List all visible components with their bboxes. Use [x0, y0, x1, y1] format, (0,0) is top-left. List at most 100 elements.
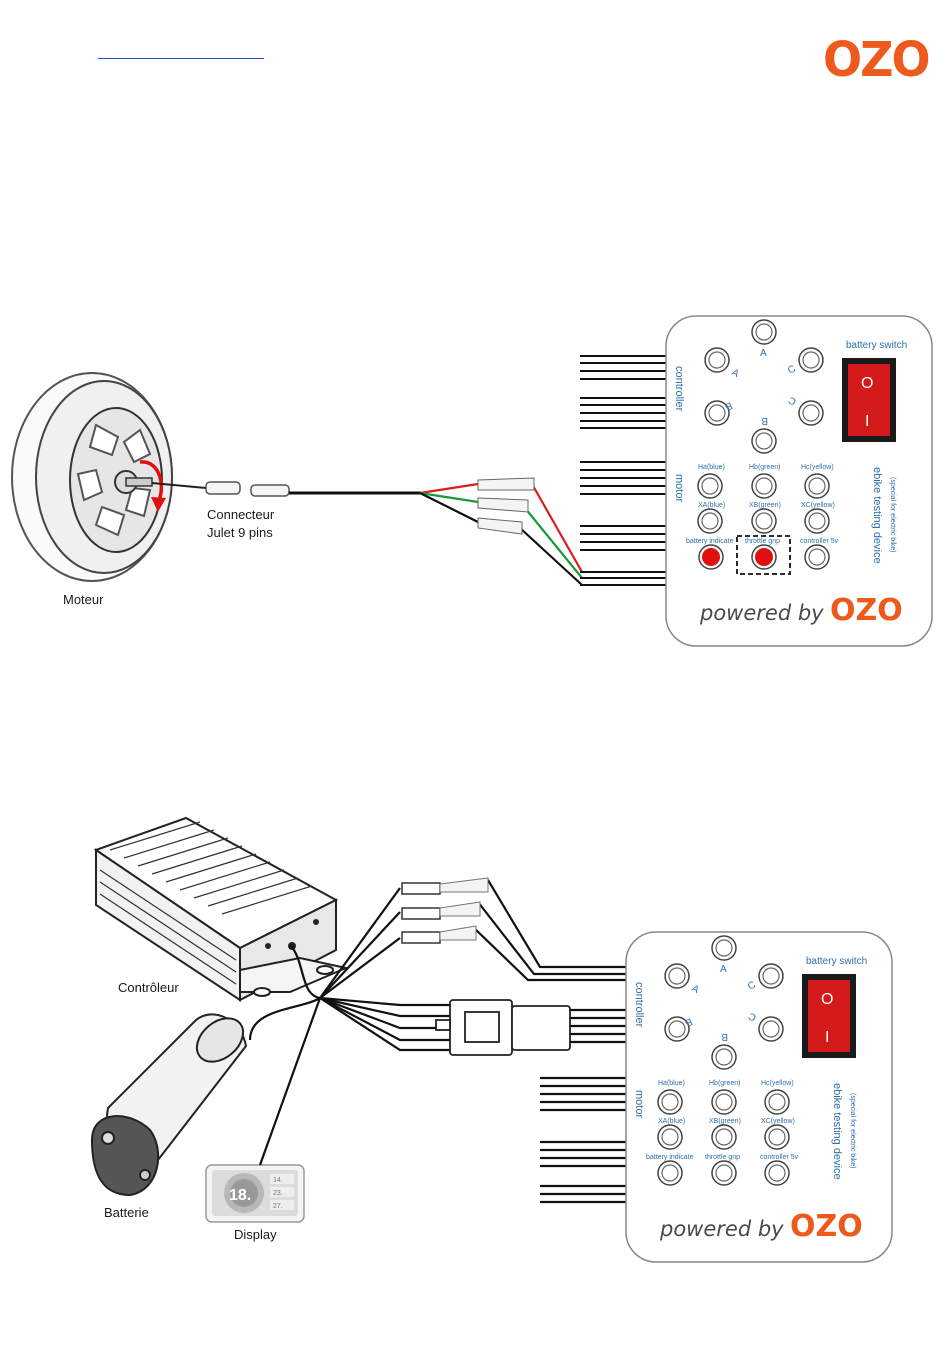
tester-1-throttle-indicator-led — [751, 544, 777, 570]
ozo-logo: OZO — [823, 30, 931, 88]
tester-2-terminal-c-right2[interactable] — [758, 1016, 784, 1042]
julet-connector-icon — [151, 481, 420, 497]
figure-2-controller-test: Contrôleur Batterie 18. 14. 23. 27. Disp… — [90, 816, 893, 1263]
tester-2-motor-label: motor — [633, 1090, 645, 1118]
tester-2-switch-on-text: O — [821, 991, 833, 1008]
display-speed: 18. — [229, 1187, 251, 1204]
tester-2-terminal-a-top[interactable] — [711, 935, 737, 961]
tester-1-terminal-c-right2-label: C — [787, 394, 799, 407]
tester-1-terminal-c-right[interactable] — [798, 347, 824, 373]
tester-1-battery-indicate-label: battery indicate — [686, 538, 734, 545]
tester-1-terminal-hc[interactable] — [804, 473, 830, 499]
battery-pack-icon — [90, 1013, 248, 1197]
tester-2-terminal-ha[interactable] — [657, 1089, 683, 1115]
tester-2-battery-indicate-label: battery indicate — [646, 1154, 694, 1161]
tester-2-terminal-battery-indicate[interactable] — [657, 1160, 683, 1186]
tester-1-terminal-c-right-label: C — [786, 363, 798, 376]
motor-wheel-icon — [11, 372, 173, 582]
tester-1-terminal-b-left-label: B — [722, 399, 734, 412]
tester-2-terminal-b-bottom-label: B — [721, 1031, 728, 1042]
tester-2-ha-label: Ha(blue) — [658, 1080, 685, 1087]
tester-2-terminal-hc[interactable] — [764, 1089, 790, 1115]
tester-1-terminal-xa[interactable] — [697, 508, 723, 534]
tester-1-switch-on-text: O — [861, 375, 873, 392]
tester-2-terminal-xc[interactable] — [764, 1124, 790, 1150]
tester-1-powered-ozo: OZO — [830, 593, 903, 628]
tester-2-terminal-xa[interactable] — [657, 1124, 683, 1150]
tester-1-powered-by: powered by — [699, 601, 824, 625]
tester-2-powered-by: powered by — [659, 1217, 784, 1241]
tester-2-xc-label: XC(yellow) — [761, 1118, 795, 1125]
tester-2-side-subtitle: (special for electric bike) — [849, 1093, 856, 1168]
tester-2-terminal-c-right2-label: C — [747, 1010, 759, 1023]
display-reading-2: 23. — [273, 1190, 283, 1197]
tester-1-switch-off-text: I — [865, 413, 869, 430]
tester-2-terminal-throttle[interactable] — [711, 1160, 737, 1186]
tester-1-hc-label: Hc(yellow) — [801, 464, 834, 471]
tester-2-terminal-b-left-label: B — [682, 1015, 694, 1028]
tester-2-terminal-a-left[interactable] — [664, 963, 690, 989]
tester-2-switch-off-text: I — [825, 1029, 829, 1046]
tester-1-terminal-a-left[interactable] — [704, 347, 730, 373]
tester-1-battery-switch[interactable]: O I — [842, 358, 896, 442]
connector-label-line1: Connecteur — [207, 507, 275, 522]
tester-1-hb-label: Hb(green) — [749, 464, 781, 471]
tester-1-side-title: ebike testing device — [871, 467, 883, 564]
tester-2-terminal-xb[interactable] — [711, 1124, 737, 1150]
tester-panel-2: controller motor ebike testing device (s… — [625, 931, 893, 1263]
tester-1-battery-indicator-led — [698, 544, 724, 570]
display-reading-1: 14. — [273, 1177, 283, 1184]
tester-2-terminal-c-right-label: C — [746, 979, 758, 992]
tester-1-terminal-a-top[interactable] — [751, 319, 777, 345]
tester-1-terminal-hb[interactable] — [751, 473, 777, 499]
tester-1-terminal-b-bottom[interactable] — [751, 428, 777, 454]
tester-2-terminal-b-bottom[interactable] — [711, 1044, 737, 1070]
tester-1-terminal-b-bottom-label: B — [761, 415, 768, 426]
tester-1-terminal-xb[interactable] — [751, 508, 777, 534]
tester-panel-1: controller motor ebike testing device (s… — [665, 315, 933, 647]
tester-1-ha-label: Ha(blue) — [698, 464, 725, 471]
display-label: Display — [234, 1227, 277, 1242]
header-link-underline[interactable] — [98, 42, 264, 59]
tester-2-battery-switch[interactable]: O I — [802, 974, 856, 1058]
tester-1-terminal-a-left-label: A — [730, 367, 742, 380]
tester-2-controller-5v-label: controller 5v — [760, 1154, 799, 1161]
tester-2-hb-label: Hb(green) — [709, 1080, 741, 1087]
tester-1-battery-switch-label: battery switch — [846, 340, 907, 351]
tester-1-controller-5v-label: controller 5v — [800, 538, 839, 545]
figure-2-phase-clips — [401, 877, 489, 944]
tester-2-xb-label: XB(green) — [709, 1118, 741, 1125]
battery-label: Batterie — [104, 1205, 149, 1220]
tester-1-controller-label: controller — [673, 366, 685, 412]
tester-1-side-subtitle: (special for electric bike) — [889, 477, 896, 552]
figure-1-motor-test: Moteur Connecteur Julet 9 pins — [11, 315, 933, 647]
tester-1-terminal-ha[interactable] — [697, 473, 723, 499]
tester-2-throttle-label: throttle gnp — [705, 1154, 740, 1161]
tester-1-xb-label: XB(green) — [749, 502, 781, 509]
tester-2-controller-label: controller — [633, 982, 645, 1028]
tester-1-terminal-xc[interactable] — [804, 508, 830, 534]
tester-2-powered-ozo: OZO — [790, 1209, 863, 1244]
tester-1-terminal-a-top-label: A — [760, 348, 767, 359]
tester-2-terminal-hb[interactable] — [711, 1089, 737, 1115]
tester-1-wire-bundle — [580, 355, 666, 586]
tester-2-battery-switch-label: battery switch — [806, 956, 867, 967]
display-reading-3: 27. — [273, 1203, 283, 1210]
connector-label-line2: Julet 9 pins — [207, 525, 273, 540]
tester-1-throttle-label: throttle gnp — [745, 538, 780, 545]
tester-2-terminal-controller-5v[interactable] — [764, 1160, 790, 1186]
tester-2-terminal-a-left-label: A — [690, 983, 702, 996]
figure-2-wiring — [248, 879, 626, 1204]
tester-2-xa-label: XA(blue) — [658, 1118, 685, 1125]
tester-2-terminal-a-top-label: A — [720, 964, 727, 975]
alligator-clips — [477, 477, 535, 535]
motor-label: Moteur — [63, 592, 104, 607]
tester-1-terminal-controller-5v[interactable] — [804, 544, 830, 570]
tester-1-xa-label: XA(blue) — [698, 502, 725, 509]
lcd-display-icon: 18. 14. 23. 27. — [205, 1164, 305, 1223]
controller-box-icon — [93, 816, 350, 1002]
tester-1-motor-label: motor — [673, 474, 685, 502]
tester-2-terminal-c-right[interactable] — [758, 963, 784, 989]
tester-1-terminal-c-right2[interactable] — [798, 400, 824, 426]
